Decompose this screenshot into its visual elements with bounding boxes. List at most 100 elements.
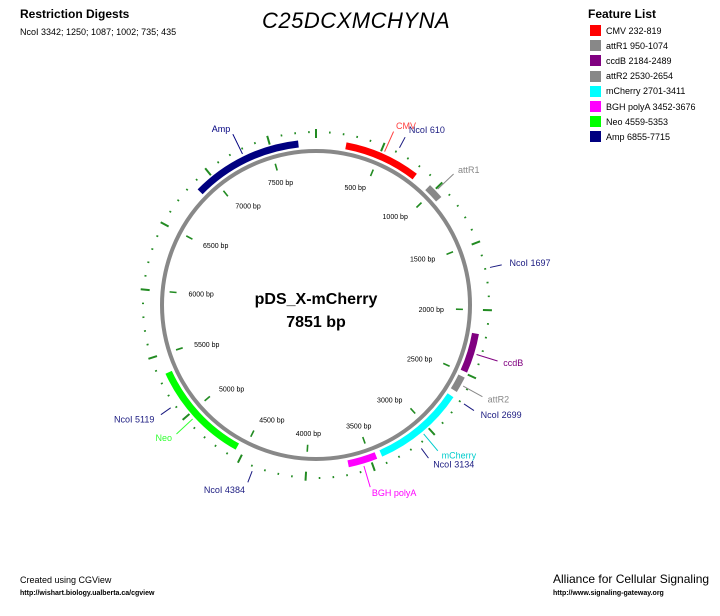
outer-tick [397,455,401,459]
feature-label-neo: Neo [156,433,173,443]
outer-tick [428,173,432,177]
feature-label-neo-leader [176,418,193,435]
feature-arc-bgh-polya [347,452,378,468]
legend-label: mCherry 2701-3411 [606,86,686,97]
bp-tick-label: 7000 bp [235,204,260,211]
feature-arc-attr2 [450,374,465,392]
outer-tick [216,161,220,164]
outer-tick [394,150,398,153]
plasmid-length: 7851 bp [286,314,346,331]
outer-tick [470,228,473,231]
inner-tick [446,251,454,256]
legend-label: ccdB 2184-2489 [606,55,672,66]
outer-tick [154,369,158,373]
digests-list: NcoI 3342; 1250; 1087; 1002; 735; 435 [20,27,177,37]
inner-tick [175,347,183,351]
tick-marks [140,129,492,481]
feature-arc-attr1 [425,185,442,202]
feature-label-mcherry: mCherry [442,450,477,460]
legend-item: Amp 6855-7715 [590,131,671,143]
bp-tick-label: 3000 bp [377,397,402,404]
outer-tick [471,240,481,246]
legend-item: Neo 4559-5353 [590,116,668,128]
bp-tick-label: 6000 bp [189,292,214,299]
legend-item: CMV 232-819 [590,25,662,36]
inner-tick [222,190,229,197]
bp-tick-label: 7500 bp [268,180,293,187]
feature-arc-ccdb [460,332,479,373]
legend-label: Amp 6855-7715 [606,131,671,142]
feature-arc-mcherry [379,393,454,457]
outer-tick [385,461,388,465]
legend-label: CMV 232-819 [606,25,662,36]
outer-tick [370,462,376,472]
feature-label-attr1-leader [437,173,454,190]
outer-tick [156,234,159,238]
feature-label-bgh-polya: BGH polyA [372,488,417,498]
site-label-ncoi-2699: NcoI 2699 [481,410,522,420]
outer-tick [448,193,451,197]
site-label-ncoi-2699-leader [463,403,475,412]
outer-tick [140,288,150,292]
feature-label-ccdb: ccdB [503,358,523,368]
feature-label-attr2-leader [462,385,483,398]
inner-tick [442,362,450,368]
legend-item: attR2 2530-2654 [590,70,674,82]
outer-tick [465,388,469,391]
feature-label-ccdb-leader [476,354,498,362]
bp-tick-label: 4000 bp [296,431,321,438]
inner-tick [409,407,416,415]
inner-tick [369,169,375,177]
site-label-ncoi-1697-leader [489,264,502,268]
outer-tick [253,141,257,145]
legend-title: Feature List [588,7,657,21]
outer-tick [185,188,189,191]
outer-tick [160,221,170,228]
created-using-label: Created using CGView [20,575,112,585]
inner-tick [204,395,211,402]
alliance-label: Alliance for Cellular Signaling [553,572,710,586]
site-label-ncoi-1697: NcoI 1697 [510,258,551,268]
feature-arcs [165,140,479,468]
legend-label: attR2 2530-2654 [606,71,674,82]
inner-tick [362,436,366,444]
legend-swatch [590,25,601,36]
outer-tick [160,382,164,385]
inner-tick [415,202,423,209]
outer-tick [225,452,229,455]
outer-tick [450,411,453,414]
feature-arc-amp [197,140,299,195]
legend-swatch [590,70,601,82]
outer-tick [369,139,372,142]
outer-tick [304,471,308,481]
outer-tick [228,153,232,157]
bp-tick-label: 6500 bp [203,243,228,250]
outer-tick [456,204,460,208]
legend-item: attR1 950-1074 [590,40,668,52]
outer-tick [441,421,444,425]
site-label-ncoi-3134: NcoI 3134 [433,460,474,470]
outer-tick [195,178,198,182]
inner-tick [169,291,177,294]
inner-tick [274,163,278,171]
outer-tick [204,167,212,176]
cgview-link[interactable]: http://wishart.biology.ualberta.ca/cgvie… [20,590,155,597]
feature-label-amp: Amp [212,124,231,134]
bp-tick-label: 4500 bp [259,418,284,425]
digests-title: Restriction Digests [20,7,130,21]
outer-tick [237,454,243,464]
outer-tick [241,147,244,150]
alliance-link[interactable]: http://www.signaling-gateway.org [553,590,664,597]
bp-tick-label: 5500 bp [194,342,219,349]
legend-swatch [590,85,601,97]
bp-tick-label: 500 bp [344,185,366,192]
bp-tick-label: 3500 bp [346,424,371,431]
legend-item: BGH polyA 3452-3676 [590,101,696,112]
outer-tick [193,426,196,430]
site-label-ncoi-4384-leader [247,470,253,483]
feature-arc-neo [165,370,240,450]
bp-tick-label: 2000 bp [419,307,444,314]
outer-tick [380,142,386,152]
page-title: C25DCXMCHYNA [262,8,451,33]
plasmid-backbone [160,149,472,461]
